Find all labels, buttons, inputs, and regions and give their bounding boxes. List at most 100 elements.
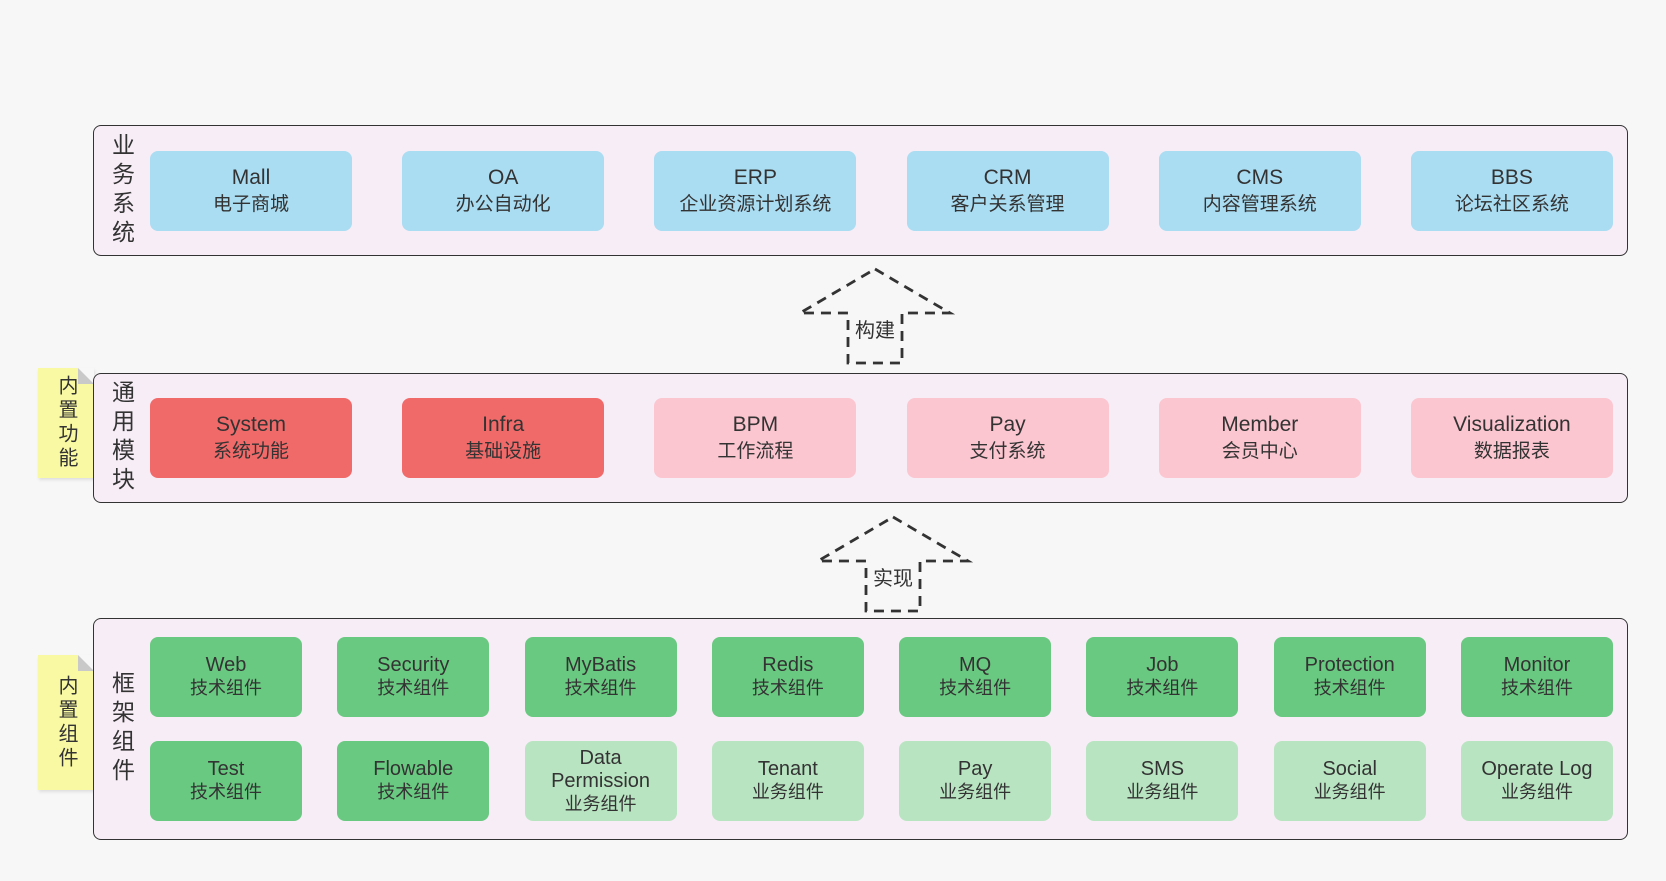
- card-web-desc: 技术组件: [190, 678, 262, 699]
- card-flowable: Flowable 技术组件: [337, 741, 490, 821]
- card-sms: SMS 业务组件: [1086, 741, 1239, 821]
- card-member: Member 会员中心: [1158, 398, 1361, 478]
- card-oa: OA 办公自动化: [402, 150, 605, 231]
- card-crm-name: CRM: [983, 165, 1032, 189]
- band-common-modules-content: System 系统功能 Infra 基础设施 BPM 工作流程 Pay 支付系统…: [150, 398, 1627, 478]
- card-test: Test 技术组件: [150, 741, 302, 821]
- card-security-desc: 技术组件: [377, 678, 450, 699]
- card-job-name: Job: [1146, 654, 1179, 677]
- card-flowable-name: Flowable: [373, 758, 454, 781]
- card-system: System 系统功能: [150, 398, 352, 478]
- band-business-systems: 业务系统 Mall 电子商城 OA 办公自动化 ERP 企业资源计划系统 CRM…: [93, 125, 1628, 256]
- card-system-name: System: [215, 413, 286, 436]
- card-monitor: Monitor 技术组件: [1460, 637, 1613, 717]
- card-test-desc: 技术组件: [190, 782, 262, 803]
- sticky-built-in-components-text: 内置组件: [55, 674, 77, 771]
- card-mall: Mall 电子商城: [150, 150, 352, 231]
- arrow-implement: 实现: [808, 514, 978, 614]
- band-framework-components-content: Web 技术组件 Security 技术组件 MyBatis 技术组件 Redi…: [150, 619, 1627, 839]
- card-job-desc: 技术组件: [1126, 678, 1199, 699]
- card-bbs-name: BBS: [1490, 165, 1533, 189]
- card-protection-name: Protection: [1304, 654, 1395, 677]
- card-mybatis: MyBatis 技术组件: [524, 637, 677, 717]
- card-protection: Protection 技术组件: [1273, 637, 1426, 717]
- card-data-permission-desc: 业务组件: [564, 793, 637, 814]
- card-redis-desc: 技术组件: [751, 678, 824, 699]
- card-job: Job 技术组件: [1086, 637, 1239, 717]
- card-monitor-desc: 技术组件: [1500, 678, 1573, 699]
- card-bpm-desc: 工作流程: [717, 441, 794, 463]
- card-bpm: BPM 工作流程: [654, 398, 857, 478]
- card-oa-name: OA: [488, 165, 519, 189]
- card-mq-desc: 技术组件: [939, 678, 1012, 699]
- card-tenant-name: Tenant: [757, 758, 818, 781]
- card-infra: Infra 基础设施: [402, 398, 605, 478]
- card-cms-name: CMS: [1236, 165, 1284, 189]
- sticky-built-in-components: 内置组件: [38, 655, 94, 790]
- card-crm: CRM 客户关系管理: [906, 150, 1109, 231]
- card-protection-desc: 技术组件: [1313, 678, 1386, 699]
- card-security-name: Security: [377, 654, 450, 677]
- card-pay-business-desc: 业务组件: [939, 782, 1012, 803]
- card-web: Web 技术组件: [150, 637, 302, 717]
- card-operate-log: Operate Log 业务组件: [1460, 741, 1613, 821]
- card-member-name: Member: [1221, 413, 1299, 436]
- card-data-permission: Data Permission 业务组件: [524, 741, 677, 821]
- card-sms-desc: 业务组件: [1126, 782, 1199, 803]
- card-cms-desc: 内容管理系统: [1202, 193, 1317, 215]
- band-business-systems-content: Mall 电子商城 OA 办公自动化 ERP 企业资源计划系统 CRM 客户关系…: [150, 150, 1627, 231]
- card-system-desc: 系统功能: [212, 441, 289, 463]
- arrow-build: 构建: [790, 266, 960, 366]
- card-tenant-desc: 业务组件: [751, 782, 824, 803]
- card-pay: Pay 支付系统: [906, 398, 1109, 478]
- card-bpm-name: BPM: [732, 413, 779, 436]
- card-redis-name: Redis: [762, 654, 814, 677]
- card-mall-name: Mall: [231, 165, 271, 189]
- card-mybatis-name: MyBatis: [565, 654, 637, 677]
- folded-corner-icon: [78, 368, 94, 384]
- card-social: Social 业务组件: [1273, 741, 1426, 821]
- card-test-name: Test: [207, 758, 245, 781]
- card-visualization: Visualization 数据报表: [1410, 398, 1613, 478]
- card-cms: CMS 内容管理系统: [1158, 150, 1361, 231]
- arrow-build-label: 构建: [855, 320, 895, 342]
- card-tenant: Tenant 业务组件: [711, 741, 864, 821]
- card-erp-desc: 企业资源计划系统: [679, 193, 832, 215]
- card-pay-desc: 支付系统: [969, 441, 1046, 463]
- card-infra-desc: 基础设施: [465, 441, 542, 463]
- card-pay-business: Pay 业务组件: [899, 741, 1052, 821]
- framework-components-row-1: Web 技术组件 Security 技术组件 MyBatis 技术组件 Redi…: [150, 637, 1613, 717]
- band-common-modules-label: 通用模块: [108, 380, 135, 496]
- card-infra-name: Infra: [482, 413, 525, 436]
- card-redis: Redis 技术组件: [711, 637, 864, 717]
- card-operate-log-desc: 业务组件: [1500, 782, 1573, 803]
- band-framework-components: 框架组件 Web 技术组件 Security 技术组件 MyBatis 技术组件…: [93, 618, 1628, 840]
- card-operate-log-name: Operate Log: [1481, 758, 1593, 781]
- card-social-desc: 业务组件: [1313, 782, 1386, 803]
- card-mq: MQ 技术组件: [899, 637, 1052, 717]
- card-pay-business-name: Pay: [957, 758, 993, 781]
- card-mall-desc: 电子商城: [212, 193, 289, 215]
- card-social-name: Social: [1322, 758, 1377, 781]
- card-web-name: Web: [205, 654, 247, 677]
- card-oa-desc: 办公自动化: [455, 193, 551, 215]
- card-erp-name: ERP: [733, 165, 777, 189]
- card-member-desc: 会员中心: [1221, 441, 1298, 463]
- framework-components-row-2: Test 技术组件 Flowable 技术组件 Data Permission …: [150, 741, 1613, 821]
- card-flowable-desc: 技术组件: [377, 782, 450, 803]
- sticky-built-in-features-text: 内置功能: [55, 375, 77, 471]
- card-mybatis-desc: 技术组件: [564, 678, 637, 699]
- card-crm-desc: 客户关系管理: [950, 193, 1065, 215]
- card-security: Security 技术组件: [337, 637, 490, 717]
- arrow-implement-shape: [812, 515, 974, 613]
- card-monitor-name: Monitor: [1503, 654, 1571, 677]
- card-visualization-name: Visualization: [1453, 413, 1571, 436]
- arrow-implement-label: 实现: [873, 568, 913, 590]
- band-business-systems-label: 业务系统: [108, 132, 135, 249]
- card-visualization-desc: 数据报表: [1473, 441, 1550, 463]
- folded-corner-icon: [78, 655, 94, 671]
- card-erp: ERP 企业资源计划系统: [654, 150, 857, 231]
- card-bbs-desc: 论坛社区系统: [1454, 193, 1569, 215]
- card-pay-name: Pay: [989, 413, 1026, 436]
